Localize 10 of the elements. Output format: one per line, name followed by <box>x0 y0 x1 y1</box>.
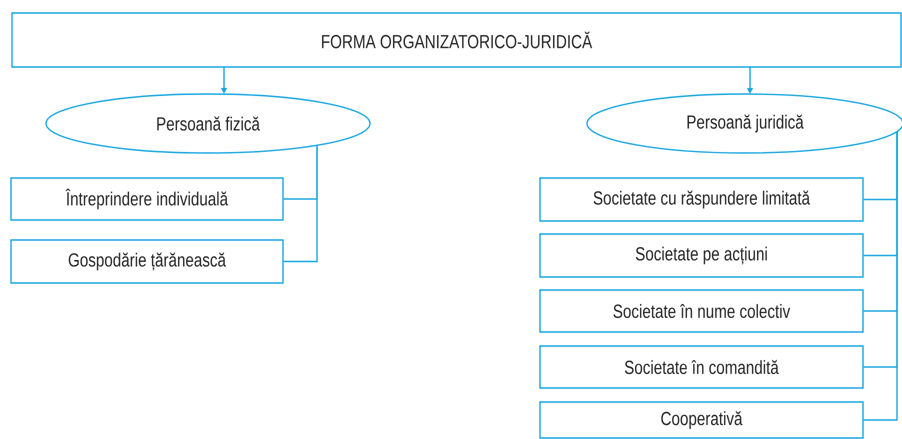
connector-line <box>864 132 898 421</box>
process-box: FORMA ORGANIZATORICO-JURIDICĂ <box>11 12 902 68</box>
process-box: Gospodărie țărănească <box>10 239 284 284</box>
process-box: Întreprindere individuală <box>10 177 284 221</box>
process-box: Societate pe acțiuni <box>539 233 864 278</box>
process-box: Cooperativă <box>539 401 864 439</box>
process-box: Societate cu răspundere limitată <box>539 177 864 222</box>
process-box: Societate în comandită <box>539 345 864 389</box>
connector-line <box>284 145 318 262</box>
process-box: Societate în nume colectiv <box>539 289 864 333</box>
